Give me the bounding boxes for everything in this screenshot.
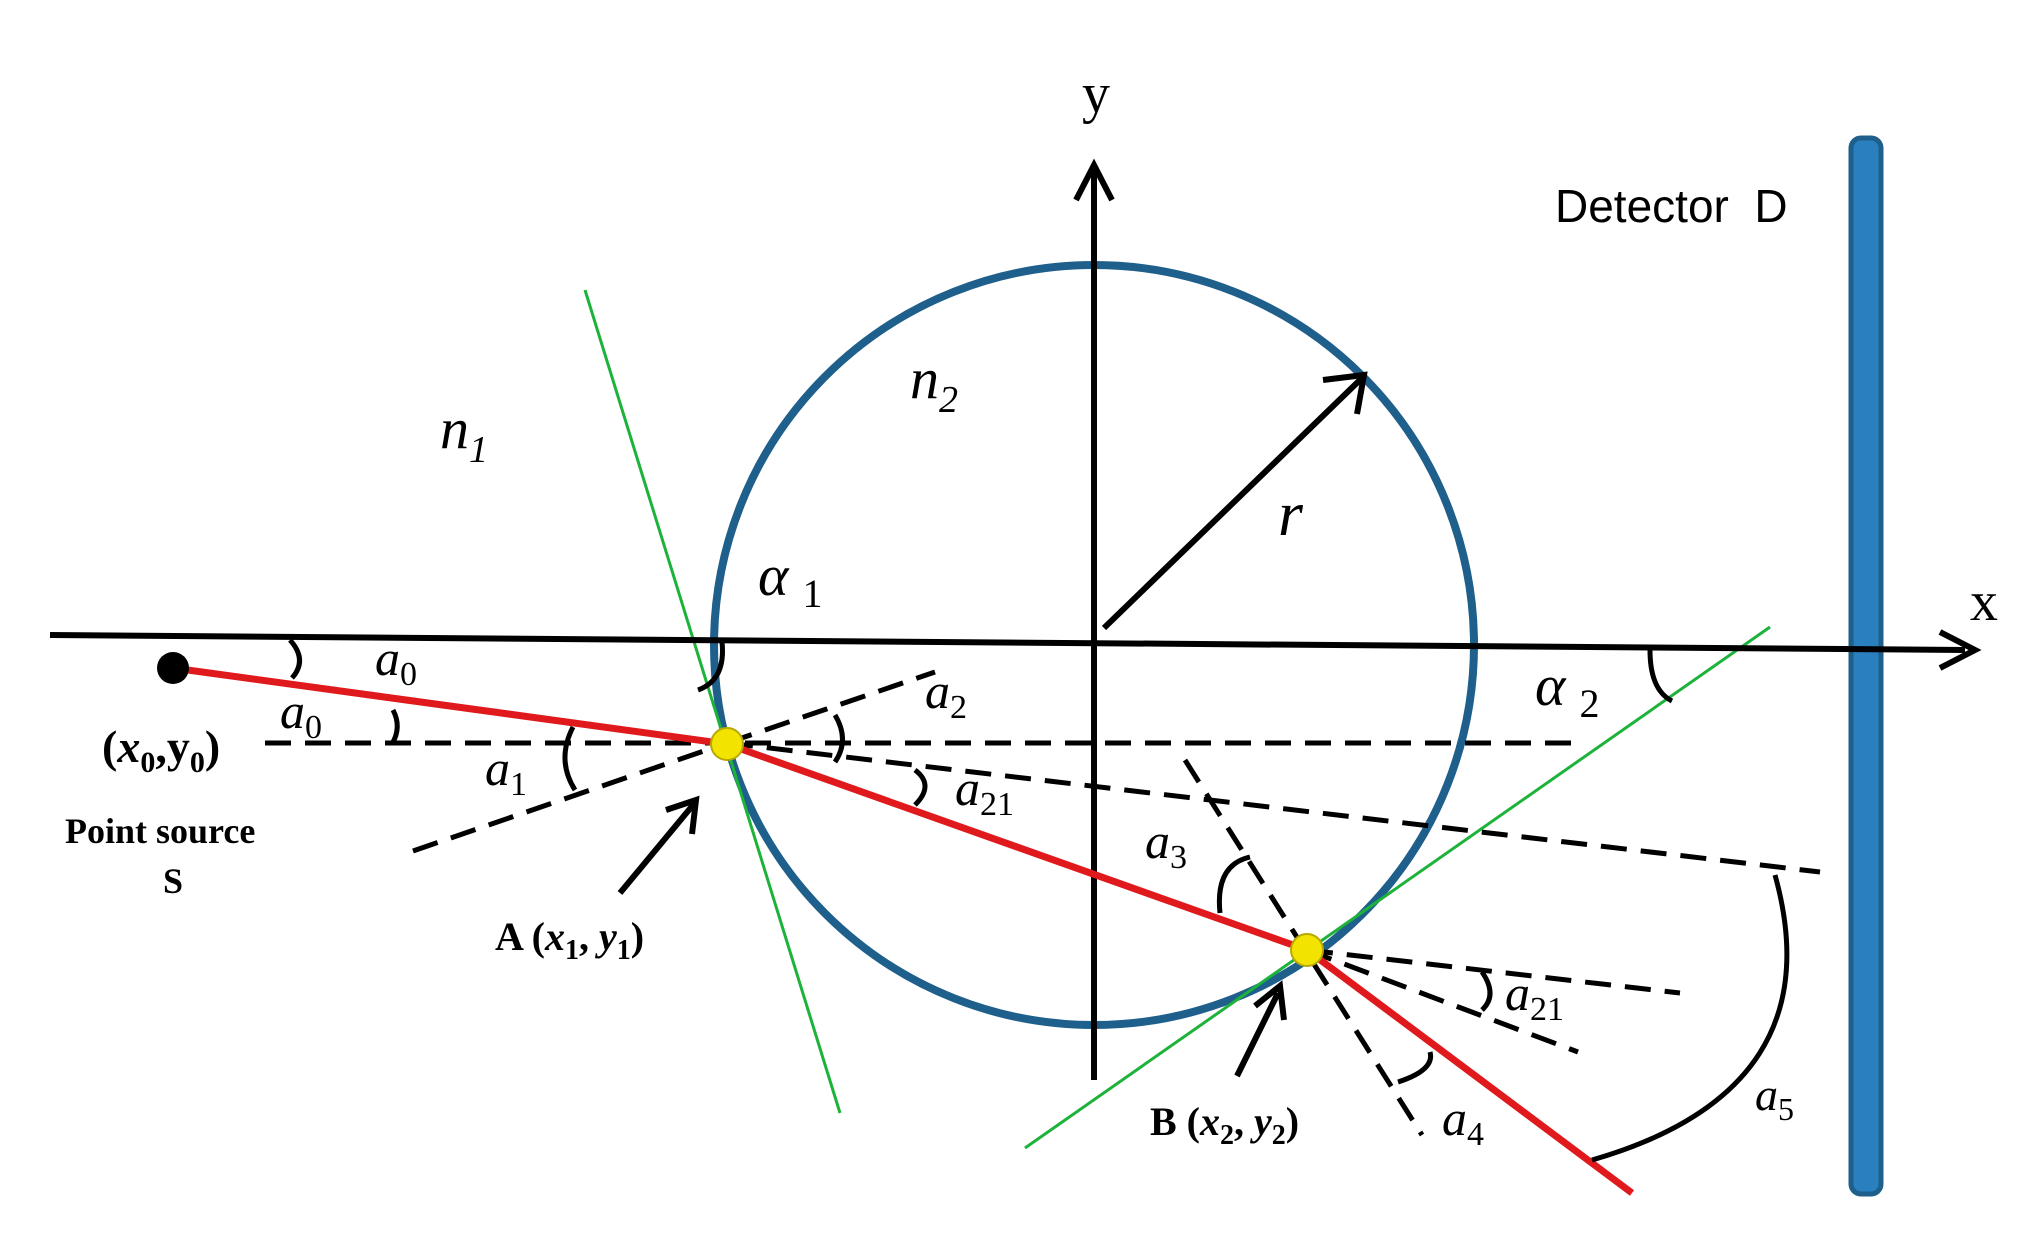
arc-a0-top	[288, 638, 302, 680]
x-axis	[49, 632, 1966, 653]
detector-label: Detector D	[1555, 180, 1788, 232]
point-b-label: B (x2, y2)	[1150, 1099, 1299, 1151]
medium-n2-label: n2	[910, 346, 958, 421]
source-name-line2: S	[163, 861, 183, 901]
arc-a21-outer	[1479, 970, 1493, 1012]
point-source-dot	[157, 652, 189, 684]
detector-bar	[1848, 135, 1884, 1197]
point-a-dot	[710, 727, 744, 761]
x-axis-arrowhead	[1938, 629, 1982, 671]
arc-a0-bottom	[389, 708, 400, 746]
radius-arrowhead	[1322, 371, 1368, 415]
angle-a21-outer-label: a21	[1505, 965, 1564, 1028]
angle-arcs	[288, 638, 1790, 1163]
angle-a21-inner-label: a21	[955, 760, 1014, 823]
pointer-arrowhead-a	[665, 795, 700, 835]
angle-a0-bottom-label: a0	[280, 683, 322, 746]
arc-alpha1	[697, 641, 725, 693]
tangent-line-a	[583, 289, 842, 1114]
radius-label: r	[1278, 478, 1304, 549]
arc-a21-inner	[913, 768, 928, 807]
angle-a5-label: a5	[1755, 1069, 1794, 1127]
angle-a1-label: a1	[485, 740, 527, 803]
y-axis-label: y	[1082, 63, 1110, 125]
angle-a3-label: a3	[1145, 813, 1187, 876]
y-axis-arrowhead	[1073, 158, 1115, 202]
dashed-extension-long	[726, 740, 1821, 875]
dashed-b-right	[1306, 947, 1681, 996]
point-a-label: A (x1, y1)	[495, 914, 644, 966]
light-ray	[172, 664, 1635, 1196]
radius-arrow	[1101, 375, 1365, 631]
arc-a5	[1591, 874, 1790, 1163]
arc-alpha2	[1647, 649, 1674, 704]
x-axis-label: x	[1970, 571, 1998, 633]
pointer-arrow-b	[1234, 991, 1281, 1078]
angle-a4-label: a4	[1442, 1090, 1484, 1153]
arc-a1	[562, 725, 578, 792]
point-b-dot	[1290, 933, 1324, 967]
source-coordinates-label: (x0,y0)	[102, 721, 220, 779]
pointer-arrowhead-b	[1253, 980, 1287, 1021]
medium-n1-label: n1	[440, 396, 488, 471]
angle-a0-top-label: a0	[375, 630, 417, 693]
dashed-normal-a-right	[726, 669, 936, 746]
dashed-normal-a-left	[412, 740, 728, 854]
angle-a2-label: a2	[925, 663, 967, 726]
arc-a3	[1216, 854, 1251, 914]
arc-a4	[1397, 1051, 1434, 1085]
arc-a2	[832, 713, 845, 764]
pointer-arrow-a	[617, 803, 696, 895]
dashed-b-lower	[1306, 947, 1579, 1055]
tangent-line-b	[1024, 625, 1771, 1150]
source-name-line1: Point source	[65, 811, 255, 851]
